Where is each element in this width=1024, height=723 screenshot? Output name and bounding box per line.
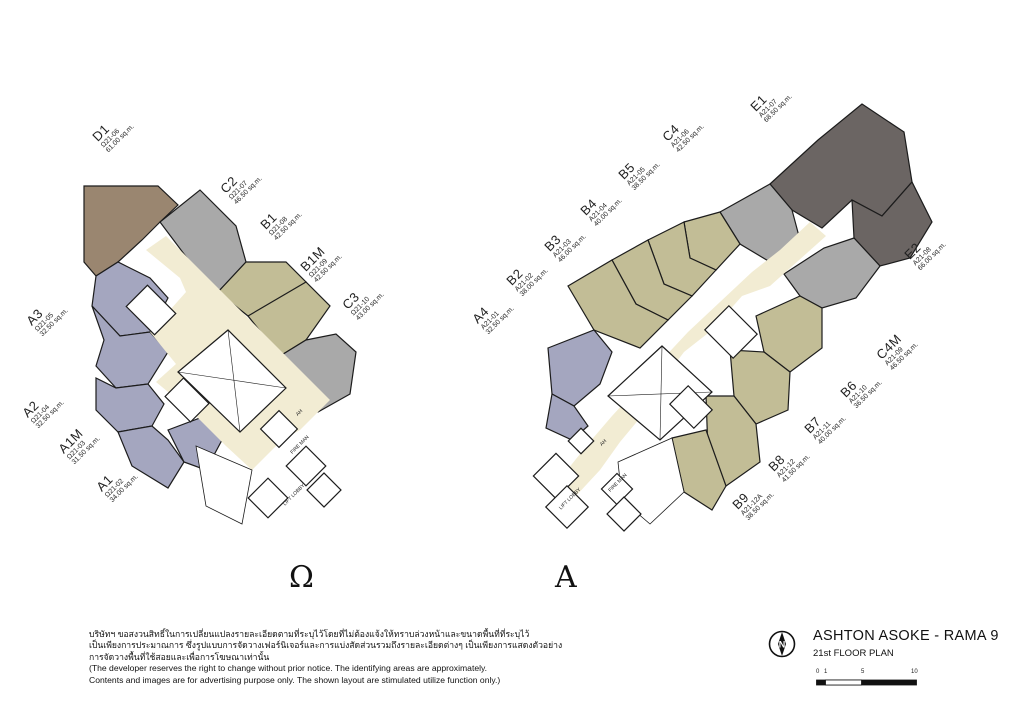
disclaimer-thai-line-2: เป็นเพียงการประมาณการ ซึ่งรูปแบบการจัดวา… xyxy=(89,640,563,651)
tower-omega-symbol: Ω xyxy=(289,560,314,595)
tower-a-plan xyxy=(532,103,933,532)
lift-a-5 xyxy=(567,427,595,455)
lift-omega-4 xyxy=(306,472,342,508)
project-title: ASHTON ASOKE - RAMA 9 xyxy=(813,628,999,644)
scale-bar: 0 1 5 10 xyxy=(816,669,918,692)
disclaimer-thai-line-1: บริษัทฯ ขอสงวนสิทธิ์ในการเปลี่ยนแปลงรายล… xyxy=(89,629,530,639)
scale-label-5: 5 xyxy=(861,669,865,675)
tower-omega-plan xyxy=(83,185,357,525)
courtyard-omega xyxy=(195,445,253,525)
unit-d1 xyxy=(83,185,179,277)
unit-a2 xyxy=(95,377,165,433)
lift-a-2 xyxy=(544,484,590,530)
lift-omega-3 xyxy=(247,477,289,519)
stair-omega-2 xyxy=(164,377,210,423)
north-label: N xyxy=(779,640,786,650)
unit-a4 xyxy=(547,329,613,407)
tower-a-symbol: A xyxy=(555,560,577,595)
lift-omega-2 xyxy=(285,445,327,487)
lift-a-3 xyxy=(600,472,634,506)
floor-title: 21st FLOOR PLAN xyxy=(813,648,894,659)
lift-omega-1 xyxy=(259,409,299,449)
stair-a-2 xyxy=(668,384,714,430)
scale-label-10: 10 xyxy=(911,669,918,675)
stair-a xyxy=(703,304,759,360)
disclaimer: บริษัทฯ ขอสงวนสิทธิ์ในการเปลี่ยนแปลงรายล… xyxy=(89,629,649,686)
lift-a-4 xyxy=(606,496,642,532)
disclaimer-en-line-1: (The developer reserves the right to cha… xyxy=(89,663,488,674)
north-arrow-icon: N xyxy=(768,630,796,658)
title-block: N ASHTON ASOKE - RAMA 9 21st FLOOR PLAN … xyxy=(768,628,1008,698)
scale-label-0: 0 xyxy=(816,669,820,675)
stair-omega xyxy=(125,284,177,336)
disclaimer-thai-line-3: การจัดวางพื้นที่ใช้สอยและเพื่อการโฆษณาเท… xyxy=(89,651,270,662)
disclaimer-en-line-2: Contents and images are for advertising … xyxy=(89,674,501,685)
corridor-a xyxy=(556,222,826,498)
scale-bar-graphic xyxy=(816,679,917,686)
scale-label-1: 1 xyxy=(824,669,828,675)
